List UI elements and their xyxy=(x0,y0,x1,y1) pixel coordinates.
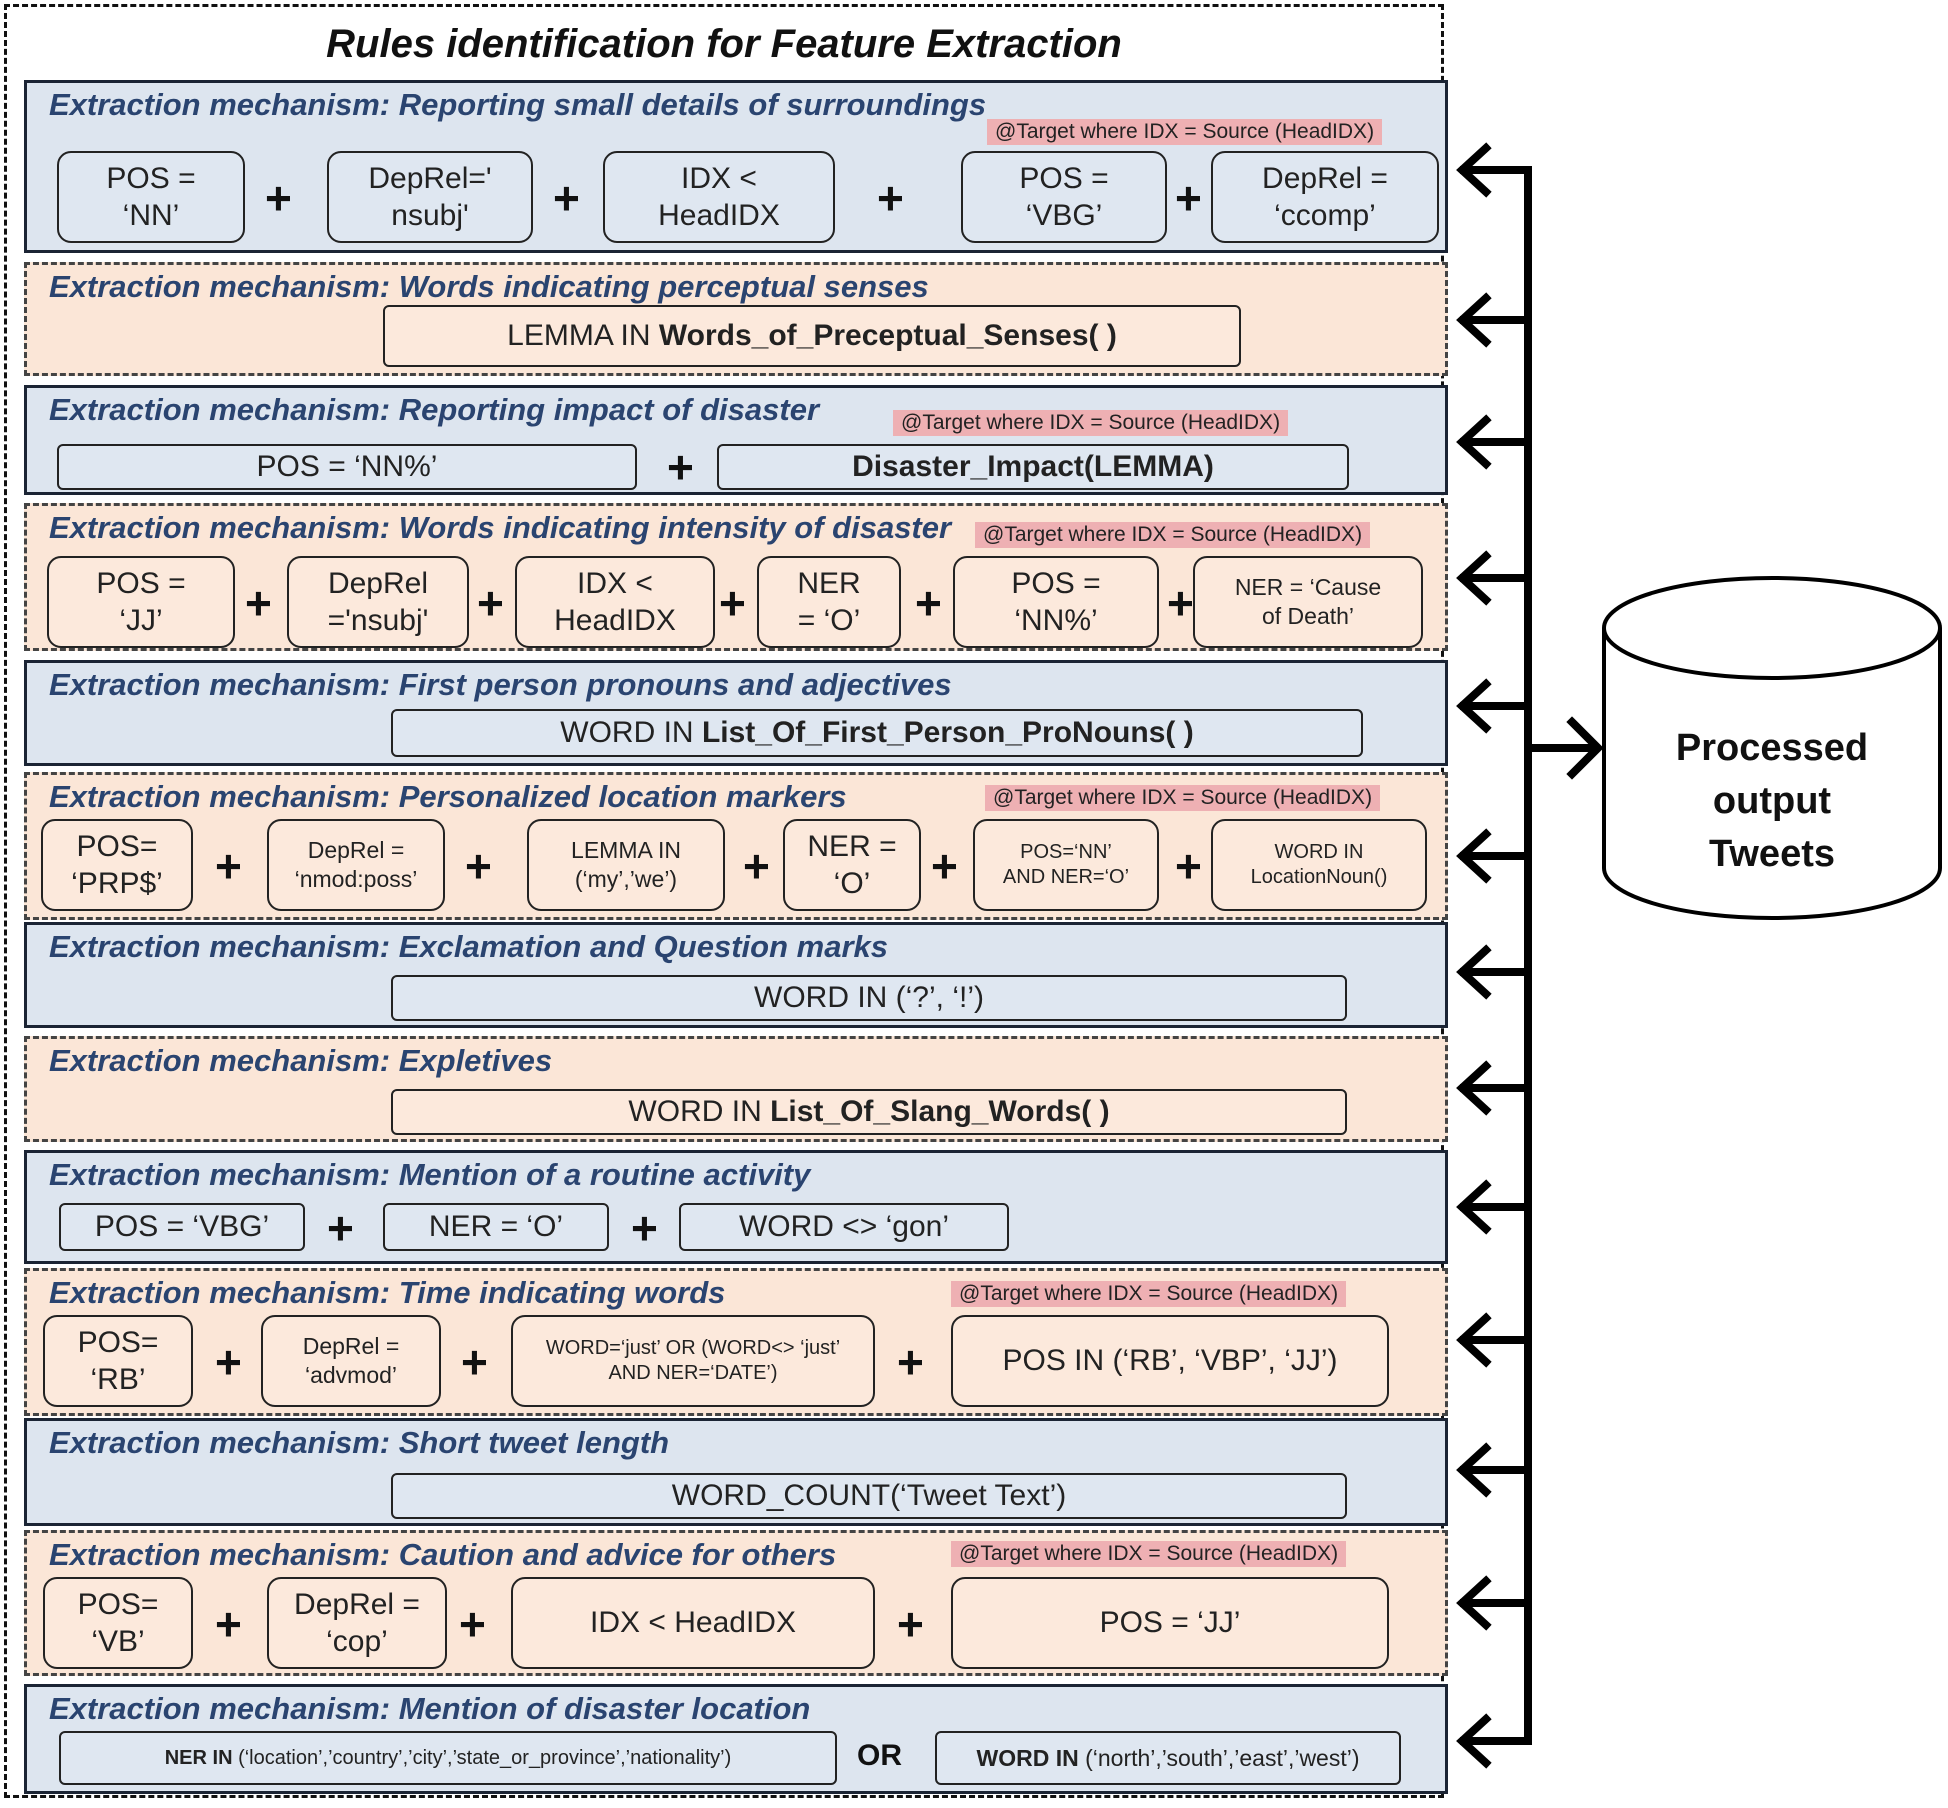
rule-title: Extraction mechanism: Short tweet length xyxy=(49,1425,670,1460)
rule-term: DepRel='nsubj' xyxy=(287,556,469,648)
plus-operator: + xyxy=(1167,577,1194,629)
rule-title: Extraction mechanism: Personalized locat… xyxy=(49,779,847,814)
or-operator: OR xyxy=(857,1739,902,1772)
rule-term: NER= ‘O’ xyxy=(757,556,901,648)
rule-term: POS =‘NN%’ xyxy=(953,556,1159,648)
rule-term: WORD IN (‘north’,’south’,’east’,’west’) xyxy=(935,1731,1401,1785)
rule-term: POS=‘NN’AND NER=‘O’ xyxy=(973,819,1159,911)
rule-term: LEMMA IN(‘my’,’we’) xyxy=(527,819,725,911)
plus-operator: + xyxy=(461,1336,488,1388)
plus-operator: + xyxy=(215,1598,242,1650)
rule-term: NER IN (‘location’,’country’,’city’,’sta… xyxy=(59,1731,837,1785)
plus-operator: + xyxy=(245,577,272,629)
rule-panel-routine: Extraction mechanism: Mention of a routi… xyxy=(24,1150,1448,1264)
rule-panel-exclamation: Extraction mechanism: Exclamation and Qu… xyxy=(24,922,1448,1028)
rule-term: POS =‘JJ’ xyxy=(47,556,235,648)
rule-title: Extraction mechanism: First person prono… xyxy=(49,667,952,702)
target-note: @Target where IDX = Source (HeadIDX) xyxy=(985,785,1381,811)
rule-term: POS=‘PRP$’ xyxy=(41,819,193,911)
rule-term: POS=‘RB’ xyxy=(43,1315,193,1407)
rule-title: Extraction mechanism: Mention of disaste… xyxy=(49,1691,811,1726)
rule-term: IDX <HeadIDX xyxy=(515,556,715,648)
rule-panel-location-markers: Extraction mechanism: Personalized locat… xyxy=(24,772,1448,920)
rule-term: POS = ‘VBG’ xyxy=(59,1203,305,1251)
arrow-heads xyxy=(1456,142,1532,1769)
rule-expression: WORD IN List_Of_First_Person_ProNouns( ) xyxy=(391,709,1363,757)
rule-title: Extraction mechanism: Mention of a routi… xyxy=(49,1157,811,1192)
rule-term: POS =‘VBG’ xyxy=(961,151,1167,243)
rule-term: DepRel =‘nmod:poss’ xyxy=(267,819,445,911)
plus-operator: + xyxy=(631,1202,658,1254)
plus-operator: + xyxy=(931,840,958,892)
plus-operator: + xyxy=(215,840,242,892)
rule-title: Extraction mechanism: Words indicating p… xyxy=(49,269,929,304)
rule-term: IDX < HeadIDX xyxy=(511,1577,875,1669)
plus-operator: + xyxy=(877,172,904,224)
rule-term: NER = ‘O’ xyxy=(383,1203,609,1251)
rule-title: Extraction mechanism: Caution and advice… xyxy=(49,1537,837,1572)
rule-panel-impact: Extraction mechanism: Reporting impact o… xyxy=(24,385,1448,495)
plus-operator: + xyxy=(743,840,770,892)
rule-term: NER =‘O’ xyxy=(783,819,921,911)
page-title: Rules identification for Feature Extract… xyxy=(326,22,1122,66)
target-note: @Target where IDX = Source (HeadIDX) xyxy=(987,119,1383,145)
rule-panel-caution: Extraction mechanism: Caution and advice… xyxy=(24,1530,1448,1676)
plus-operator: + xyxy=(553,172,580,224)
rule-term: DepRel =‘cop’ xyxy=(267,1577,447,1669)
rule-title: Extraction mechanism: Reporting small de… xyxy=(49,87,987,122)
rule-term: WORD <> ‘gon’ xyxy=(679,1203,1009,1251)
rule-title: Extraction mechanism: Exclamation and Qu… xyxy=(49,929,888,964)
target-note: @Target where IDX = Source (HeadIDX) xyxy=(893,410,1289,436)
plus-operator: + xyxy=(1175,172,1202,224)
rule-panel-perceptual-senses: Extraction mechanism: Words indicating p… xyxy=(24,262,1448,376)
plus-operator: + xyxy=(897,1598,924,1650)
rule-term: IDX <HeadIDX xyxy=(603,151,835,243)
rule-term: POS IN (‘RB’, ‘VBP’, ‘JJ’) xyxy=(951,1315,1389,1407)
plus-operator: + xyxy=(477,577,504,629)
plus-operator: + xyxy=(667,441,694,493)
plus-operator: + xyxy=(1175,840,1202,892)
target-note: @Target where IDX = Source (HeadIDX) xyxy=(951,1281,1347,1307)
rule-term: POS=‘VB’ xyxy=(43,1577,193,1669)
rule-title: Extraction mechanism: Time indicating wo… xyxy=(49,1275,726,1310)
target-note: @Target where IDX = Source (HeadIDX) xyxy=(951,1541,1347,1567)
rule-term: POS =‘NN’ xyxy=(57,151,245,243)
rule-panel-disaster-location: Extraction mechanism: Mention of disaste… xyxy=(24,1684,1448,1794)
plus-operator: + xyxy=(459,1598,486,1650)
plus-operator: + xyxy=(327,1202,354,1254)
rule-panel-short-tweet: Extraction mechanism: Short tweet length… xyxy=(24,1418,1448,1526)
rule-expression: WORD IN List_Of_Slang_Words( ) xyxy=(391,1089,1347,1135)
rule-term: POS = ‘JJ’ xyxy=(951,1577,1389,1669)
plus-operator: + xyxy=(465,840,492,892)
rule-term: WORD=‘just’ OR (WORD<> ‘just’AND NER=‘DA… xyxy=(511,1315,875,1407)
rule-panel-intensity: Extraction mechanism: Words indicating i… xyxy=(24,503,1448,651)
rule-panel-first-person: Extraction mechanism: First person prono… xyxy=(24,660,1448,766)
rule-panel-surroundings: Extraction mechanism: Reporting small de… xyxy=(24,80,1448,253)
rule-expression: WORD_COUNT(‘Tweet Text’) xyxy=(391,1473,1347,1519)
rule-title: Extraction mechanism: Expletives xyxy=(49,1043,553,1078)
plus-operator: + xyxy=(915,577,942,629)
rule-term: DepRel='nsubj' xyxy=(327,151,533,243)
rule-term: DepRel =‘advmod’ xyxy=(261,1315,441,1407)
output-store-label: Processed output Tweets xyxy=(1675,727,1869,875)
rule-term: Disaster_Impact(LEMMA) xyxy=(717,444,1349,490)
rule-term: DepRel =‘ccomp’ xyxy=(1211,151,1439,243)
rule-title: Extraction mechanism: Reporting impact o… xyxy=(49,392,820,427)
database-cylinder xyxy=(1602,576,1942,920)
plus-operator: + xyxy=(265,172,292,224)
plus-operator: + xyxy=(215,1336,242,1388)
target-note: @Target where IDX = Source (HeadIDX) xyxy=(975,522,1371,548)
rule-panel-time: Extraction mechanism: Time indicating wo… xyxy=(24,1268,1448,1416)
rule-expression: WORD IN (‘?’, ‘!’) xyxy=(391,975,1347,1021)
rule-panel-expletives: Extraction mechanism: Expletives WORD IN… xyxy=(24,1036,1448,1142)
plus-operator: + xyxy=(897,1336,924,1388)
rule-term: POS = ‘NN%’ xyxy=(57,444,637,490)
rule-title: Extraction mechanism: Words indicating i… xyxy=(49,510,952,545)
plus-operator: + xyxy=(719,577,746,629)
rule-expression: LEMMA IN Words_of_Preceptual_Senses( ) xyxy=(383,305,1241,367)
